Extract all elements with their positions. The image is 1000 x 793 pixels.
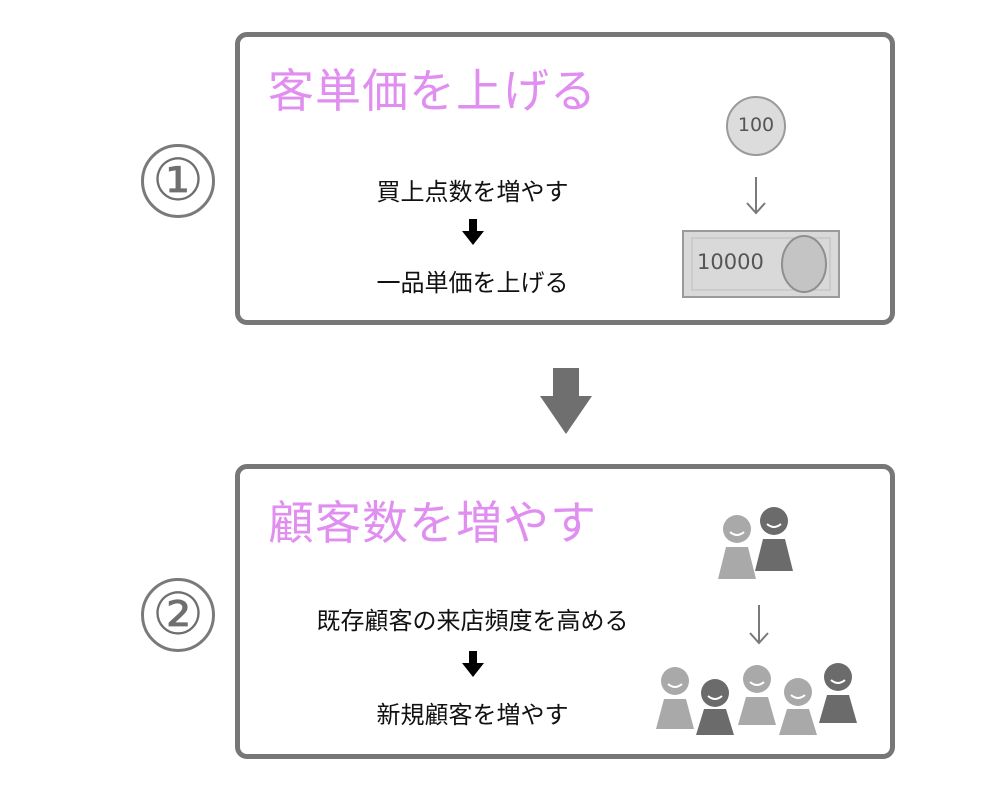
five-people-icon [656,663,857,735]
banknote-icon [682,230,840,298]
person-icon [738,665,776,725]
step-2-panel: 顧客数を増やす 既存顧客の来店頻度を高める 新規顧客を増やす [235,464,895,759]
transition-down-arrow-icon [540,368,592,434]
person-icon [718,515,756,579]
person-icon [779,678,817,735]
step-1-inner-down-arrow-icon [462,219,484,245]
step-1-line-1: 買上点数を増やす [376,178,569,206]
coin-icon [726,96,786,156]
step-2-number-label: ② [152,582,204,647]
step-2-line-2: 新規顧客を増やす [376,701,569,729]
step-2-title: 顧客数を増やす [268,496,597,550]
person-icon [696,679,734,735]
step-1-title: 客単価を上げる [268,64,597,118]
step-2-line-1: 既存顧客の来店頻度を高める [316,607,629,635]
person-icon [819,663,857,723]
step-1-small-down-arrow-icon [746,177,766,215]
person-icon [755,507,793,571]
step-1-line-2: 一品単価を上げる [376,269,569,297]
step-2-number: ② [141,578,215,652]
step-2-inner-down-arrow-icon [462,651,484,677]
step-1-number: ① [141,144,215,218]
coin-label: 100 [737,114,775,136]
two-people-icon [718,507,793,579]
step-1-panel: 客単価を上げる 買上点数を増やす 一品単価を上げる 100 10000 [235,32,895,325]
banknote-label: 10000 [697,250,764,274]
step-2-small-down-arrow-icon [749,605,769,645]
step-1-number-label: ① [152,148,204,213]
person-icon [656,667,694,729]
